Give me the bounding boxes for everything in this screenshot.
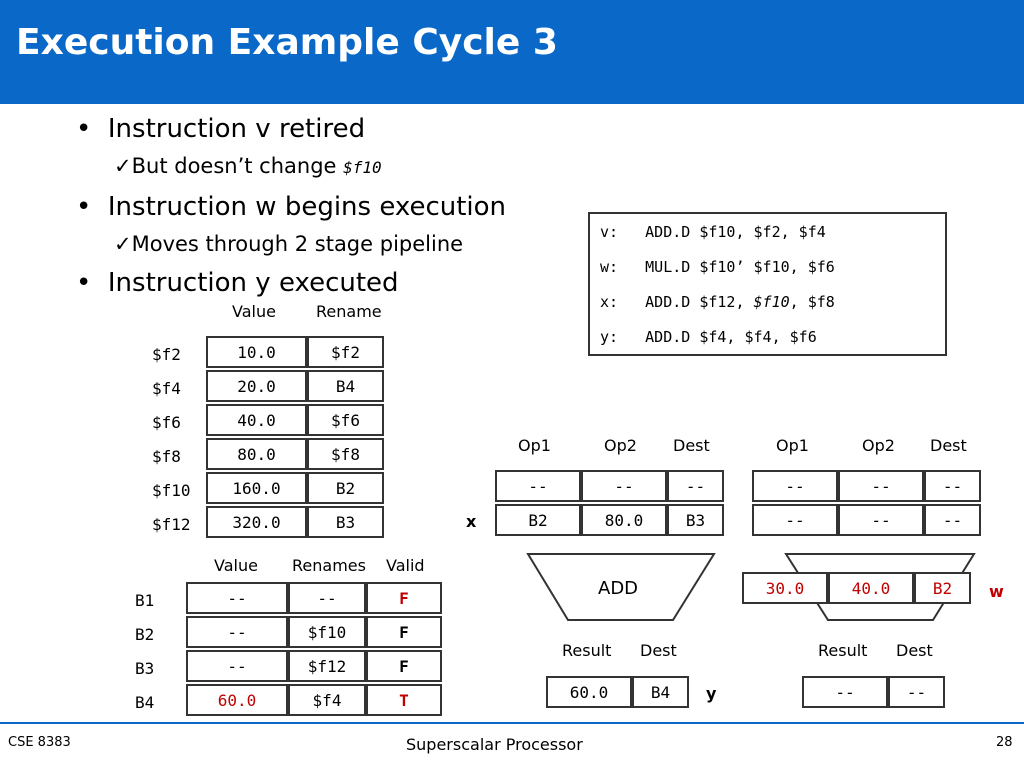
add-result-header: Result [562, 641, 612, 660]
reg-value-f10: 160.0 [206, 472, 307, 504]
rob-label-b3: B3 [135, 659, 155, 678]
mul-dest-header: Dest [930, 436, 967, 455]
add-unit-shape [526, 553, 716, 621]
mul-rs2-dest: -- [924, 504, 981, 536]
rob-rename-b3: $f12 [288, 650, 366, 682]
mul-rs2-op2: -- [838, 504, 924, 536]
mul-result-dest-header: Dest [896, 641, 933, 660]
bullet-3-text: Instruction y executed [107, 268, 399, 298]
reg-rename-f12: B3 [307, 506, 384, 538]
bullet-1-text: Instruction v retired [107, 114, 366, 144]
rob-value-b1: -- [186, 582, 288, 614]
add-result-dest: B4 [632, 676, 689, 708]
reg-label-f4: $f4 [152, 379, 181, 398]
instruction-v: v: ADD.D $f10, $f2, $f4 [600, 223, 826, 241]
mul-result-header: Result [818, 641, 868, 660]
reg-value-f6: 40.0 [206, 404, 307, 436]
footer-course: CSE 8383 [8, 735, 71, 750]
mul-rs1-op1: -- [752, 470, 838, 502]
reg-rename-f2: $f2 [307, 336, 384, 368]
rob-renames-header: Renames [292, 556, 366, 575]
rob-value-b4: 60.0 [186, 684, 288, 716]
mul-stage-dest: B2 [914, 572, 971, 604]
sub-bullet-2-text: Moves through 2 stage pipeline [131, 232, 464, 256]
bullet-2: • Instruction w begins execution [76, 192, 507, 222]
reg-value-f2: 10.0 [206, 336, 307, 368]
add-result-dest-header: Dest [640, 641, 677, 660]
footer-divider [0, 722, 1024, 724]
sub-bullet-2: ✓Moves through 2 stage pipeline [114, 232, 463, 256]
add-dest-header: Dest [673, 436, 710, 455]
reg-value-f8: 80.0 [206, 438, 307, 470]
add-rs-tag-x: x [466, 512, 477, 531]
mul-rs2-op1: -- [752, 504, 838, 536]
mul-rs1-dest: -- [924, 470, 981, 502]
title-bar [0, 0, 1024, 104]
reg-label-f10: $f10 [152, 481, 191, 500]
add-rs2-dest: B3 [667, 504, 724, 536]
rob-valid-b3: F [366, 650, 442, 682]
rob-rename-b4: $f4 [288, 684, 366, 716]
sub-bullet-1: ✓But doesn’t change $f10 [114, 154, 382, 178]
rob-label-b1: B1 [135, 591, 155, 610]
rob-valid-header: Valid [386, 556, 425, 575]
reg-rename-f10: B2 [307, 472, 384, 504]
reg-value-f4: 20.0 [206, 370, 307, 402]
bullet-2-text: Instruction w begins execution [107, 192, 507, 222]
rob-valid-b4: T [366, 684, 442, 716]
instruction-y: y: ADD.D $f4, $f4, $f6 [600, 328, 817, 346]
rob-rename-b2: $f10 [288, 616, 366, 648]
instruction-w: w: MUL.D $f10’ $f10, $f6 [600, 258, 835, 276]
rob-label-b4: B4 [135, 693, 155, 712]
footer-page-number: 28 [996, 735, 1013, 750]
reg-rename-f8: $f8 [307, 438, 384, 470]
bullet-1: • Instruction v retired [76, 114, 366, 144]
sub-bullet-1-text: But doesn’t change [131, 154, 344, 178]
mul-rs1-op2: -- [838, 470, 924, 502]
sub-bullet-1-reg: $f10 [343, 158, 382, 177]
add-unit-label: ADD [598, 578, 639, 599]
add-rs1-dest: -- [667, 470, 724, 502]
instruction-box: v: ADD.D $f10, $f2, $f4 w: MUL.D $f10’ $… [588, 212, 947, 356]
slide-title: Execution Example Cycle 3 [16, 22, 558, 63]
regfile-value-header: Value [232, 302, 276, 321]
add-rs1-op1: -- [495, 470, 581, 502]
instruction-x: x: ADD.D $f12, $f10, $f8 [600, 293, 835, 311]
regfile-rename-header: Rename [316, 302, 382, 321]
rob-rename-b1: -- [288, 582, 366, 614]
add-rs1-op2: -- [581, 470, 667, 502]
reg-label-f6: $f6 [152, 413, 181, 432]
rob-label-b2: B2 [135, 625, 155, 644]
mul-op1-header: Op1 [776, 436, 809, 455]
mul-op2-header: Op2 [862, 436, 895, 455]
reg-value-f12: 320.0 [206, 506, 307, 538]
mul-result-value: -- [802, 676, 888, 708]
reg-label-f8: $f8 [152, 447, 181, 466]
rob-valid-b1: F [366, 582, 442, 614]
add-rs2-op1: B2 [495, 504, 581, 536]
bullet-3: • Instruction y executed [76, 268, 399, 298]
mul-stage-op1: 30.0 [742, 572, 828, 604]
check-icon: ✓ [114, 232, 132, 256]
reg-rename-f4: B4 [307, 370, 384, 402]
footer-topic: Superscalar Processor [406, 735, 583, 754]
rob-value-b3: -- [186, 650, 288, 682]
add-rs2-op2: 80.0 [581, 504, 667, 536]
add-op1-header: Op1 [518, 436, 551, 455]
add-result-value: 60.0 [546, 676, 632, 708]
check-icon: ✓ [114, 154, 132, 178]
add-result-tag-y: y [706, 684, 717, 703]
mul-stage-op2: 40.0 [828, 572, 914, 604]
reg-label-f2: $f2 [152, 345, 181, 364]
rob-value-b2: -- [186, 616, 288, 648]
add-op2-header: Op2 [604, 436, 637, 455]
rob-value-header: Value [214, 556, 258, 575]
mul-stage-tag-w: w [989, 582, 1004, 601]
rob-valid-b2: F [366, 616, 442, 648]
reg-label-f12: $f12 [152, 515, 191, 534]
mul-result-dest: -- [888, 676, 945, 708]
reg-rename-f6: $f6 [307, 404, 384, 436]
